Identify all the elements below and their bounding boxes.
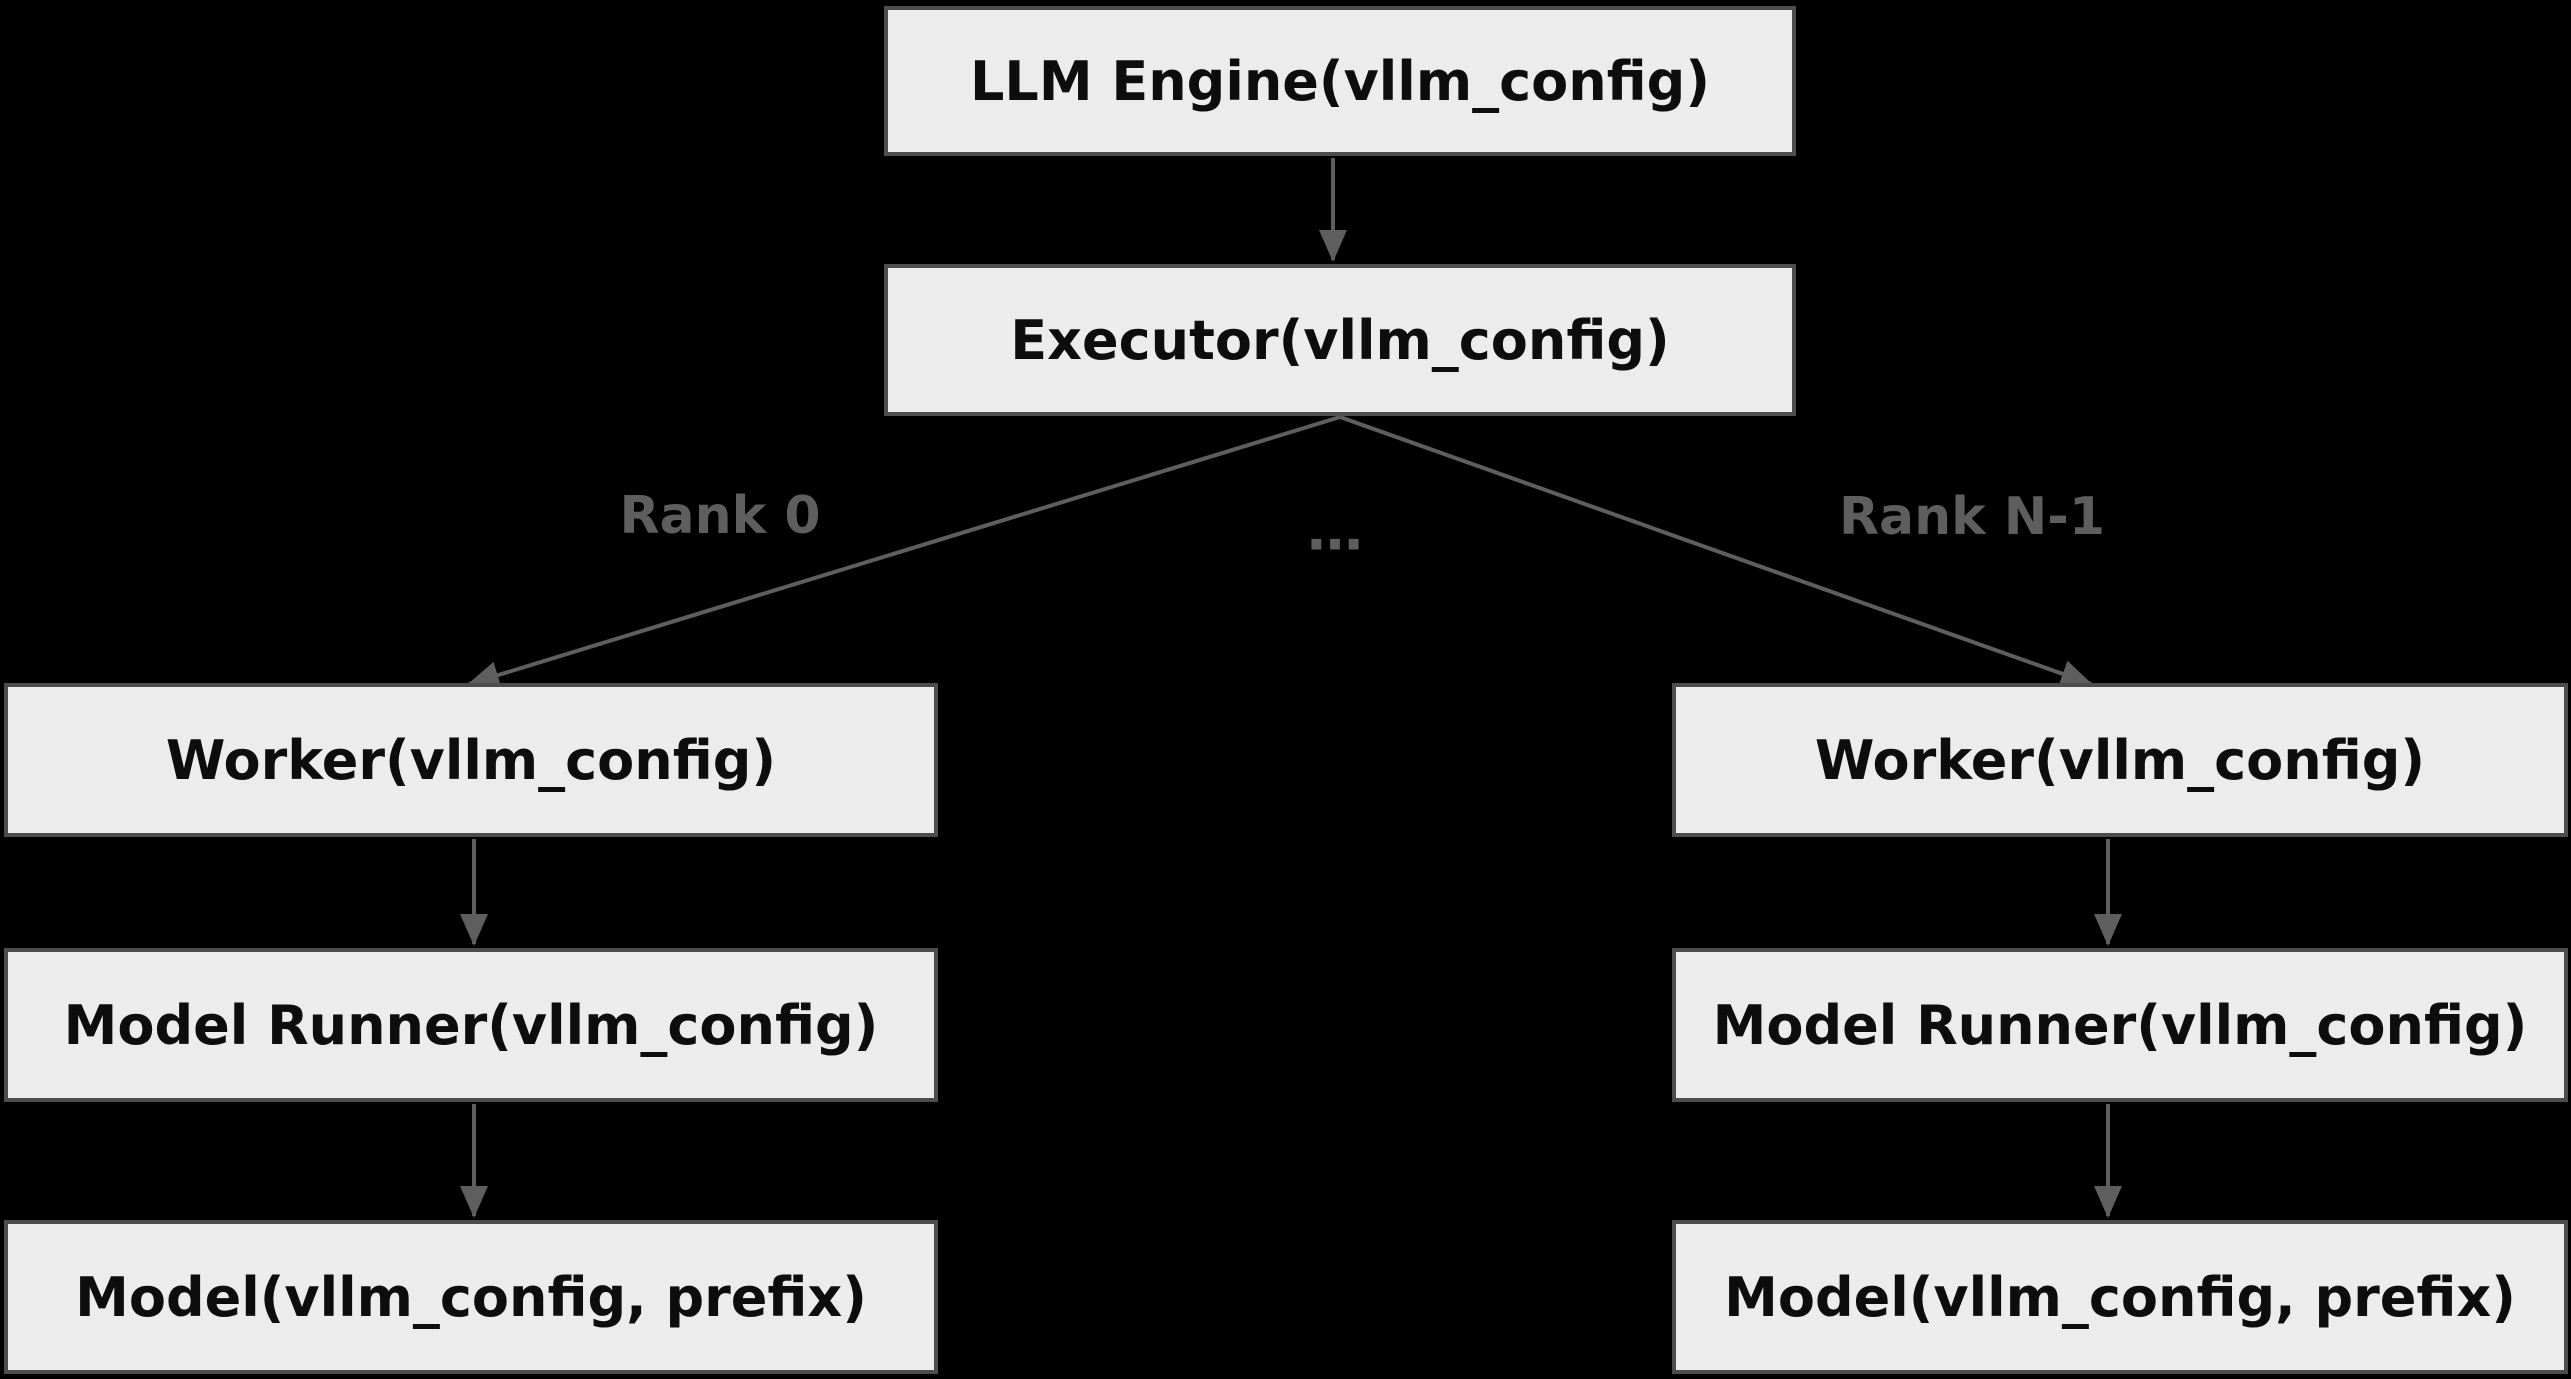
node-model-right: Model(vllm_config, prefix) [1672,1220,2568,1374]
node-worker-left: Worker(vllm_config) [4,683,938,837]
node-model-runner-right: Model Runner(vllm_config) [1672,948,2568,1102]
node-model-left: Model(vllm_config, prefix) [4,1220,938,1374]
node-worker-right: Worker(vllm_config) [1672,683,2568,837]
edge-executor-worker-left [467,415,1341,689]
label-rank-0: Rank 0 [619,486,821,546]
node-executor: Executor(vllm_config) [884,264,1796,416]
edge-executor-worker-right [1339,415,2093,688]
label-ellipsis: … [1307,498,1363,564]
node-model-runner-left: Model Runner(vllm_config) [4,948,938,1102]
label-rank-n-1: Rank N-1 [1838,487,2106,547]
node-llm-engine: LLM Engine(vllm_config) [884,6,1796,156]
